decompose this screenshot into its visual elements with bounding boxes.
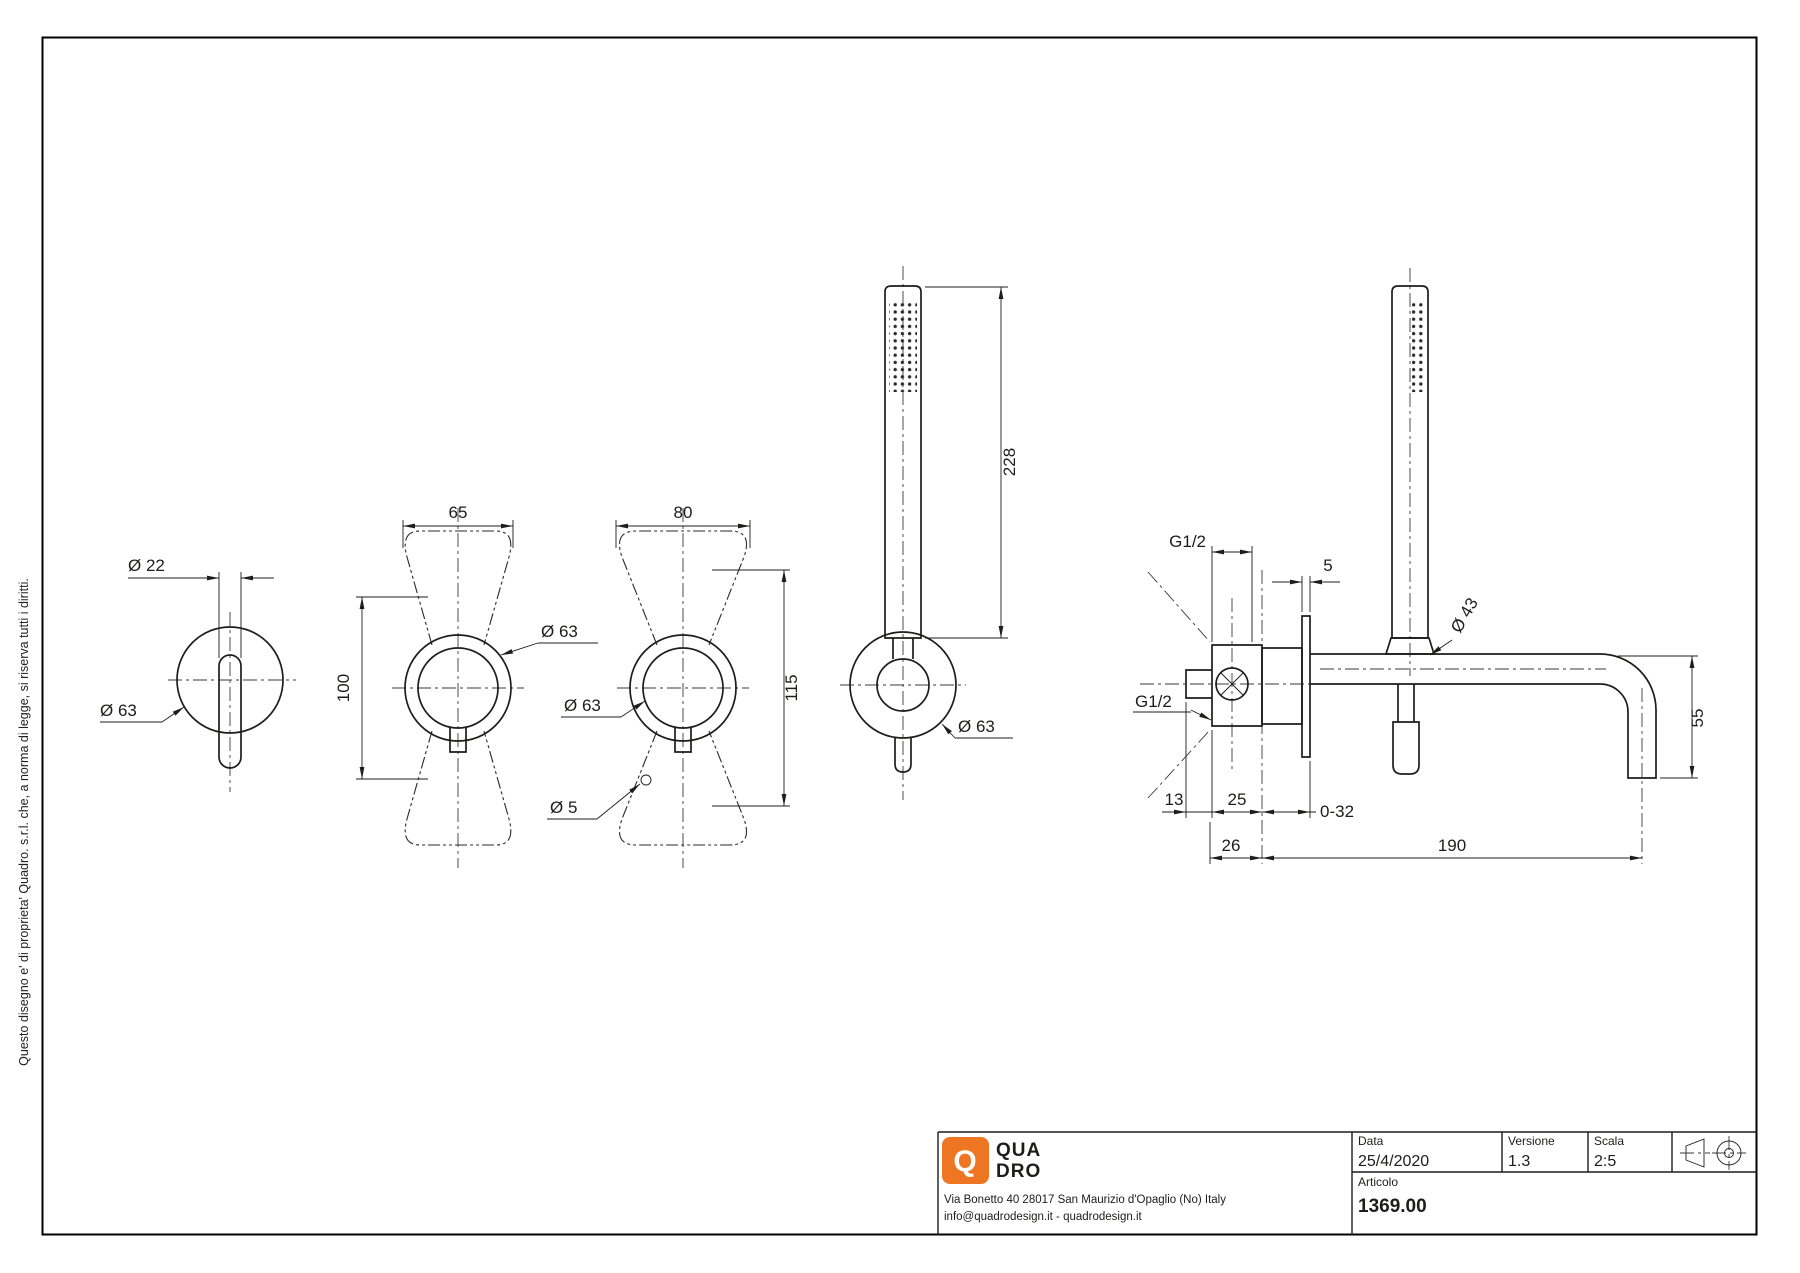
view-handshower-front: 228 Ø 63 bbox=[840, 266, 1019, 800]
dim-label-g12-top: G1/2 bbox=[1169, 532, 1206, 551]
mounting-tab-bottom bbox=[618, 730, 748, 846]
concealed-body bbox=[1211, 644, 1263, 727]
extension-lines bbox=[547, 520, 790, 820]
extension-lines bbox=[100, 572, 242, 723]
dim-label-dia63: Ø 63 bbox=[958, 717, 995, 736]
lever-side bbox=[1392, 721, 1420, 775]
leader-line bbox=[941, 723, 956, 739]
logo-text-line2: DRO bbox=[996, 1161, 1041, 1182]
company-contact: info@quadrodesign.it - quadrodesign.it bbox=[944, 1211, 1143, 1223]
hose-stub bbox=[894, 737, 912, 773]
mounting-tab-top bbox=[404, 530, 512, 646]
handshower-wand bbox=[884, 285, 922, 639]
inlet-union-hatch bbox=[1220, 672, 1244, 696]
title-block: Q QUA DRO Via Bonetto 40 28017 San Mauri… bbox=[937, 1131, 1757, 1235]
handle-stub bbox=[449, 727, 467, 753]
field-label-articolo: Articolo bbox=[1358, 1175, 1398, 1189]
spout bbox=[1310, 653, 1657, 779]
dim-label-0-32: 0-32 bbox=[1320, 802, 1354, 821]
extension-lines bbox=[356, 520, 598, 780]
field-label-versione: Versione bbox=[1508, 1134, 1555, 1148]
dim-label-100: 100 bbox=[334, 674, 353, 702]
leader-line bbox=[620, 700, 646, 718]
bracket-boss bbox=[876, 658, 930, 712]
view-valve-trim-80-front: 80 115 Ø 63 Ø 5 bbox=[547, 503, 801, 868]
quadro-logo-mark bbox=[942, 1137, 989, 1184]
logo-text-line1: QUA bbox=[996, 1140, 1041, 1161]
centerlines-and-wall bbox=[1140, 268, 1643, 864]
dim-label-dia63: Ø 63 bbox=[541, 622, 578, 641]
dim-label-5: 5 bbox=[1323, 556, 1332, 575]
projection-centerlines bbox=[1680, 1136, 1746, 1170]
inner-ring bbox=[642, 647, 724, 729]
wand-holder bbox=[1384, 637, 1436, 655]
view-handle-trim-front: Ø 22 Ø 63 bbox=[100, 556, 296, 792]
title-block-grid bbox=[937, 1131, 1757, 1235]
leader-line bbox=[500, 642, 539, 656]
inner-ring bbox=[417, 647, 499, 729]
centerlines bbox=[617, 508, 749, 868]
spray-nozzle-dots-side bbox=[1412, 300, 1426, 392]
field-value-data: 25/4/2020 bbox=[1358, 1153, 1429, 1170]
extension-lines bbox=[1133, 546, 1698, 864]
dim-label-26: 26 bbox=[1222, 836, 1241, 855]
rosette-circle bbox=[176, 626, 284, 734]
company-address: Via Bonetto 40 28017 San Maurizio d'Opag… bbox=[944, 1194, 1226, 1206]
dim-label-190: 190 bbox=[1438, 836, 1466, 855]
leader-g12-rear bbox=[1190, 709, 1212, 721]
escutcheon-plate bbox=[1301, 615, 1311, 758]
centerlines bbox=[168, 612, 296, 792]
leader-line bbox=[161, 706, 185, 723]
view-valve-trim-65-front: 65 100 Ø 63 bbox=[334, 503, 598, 868]
dim-label-80: 80 bbox=[674, 503, 693, 522]
dim-label-dia63: Ø 63 bbox=[100, 701, 137, 720]
wand-neck bbox=[892, 638, 914, 659]
dim-label-dia22: Ø 22 bbox=[128, 556, 165, 575]
leader-line-hole bbox=[596, 783, 641, 820]
field-label-data: Data bbox=[1358, 1134, 1384, 1148]
inlet-union bbox=[1215, 667, 1249, 701]
sheet-border bbox=[41, 36, 1758, 1236]
handshower-wand-side bbox=[1391, 285, 1429, 639]
handle-stub bbox=[674, 727, 692, 753]
field-value-articolo: 1369.00 bbox=[1358, 1196, 1427, 1217]
view-assembly-side: G1/2 5 Ø 43 G1/2 55 13 25 0-32 26 190 bbox=[1133, 268, 1707, 864]
projection-cone bbox=[1685, 1138, 1705, 1168]
leader-dia43 bbox=[1429, 639, 1453, 656]
spray-nozzle-dots bbox=[889, 300, 917, 392]
lever-joint bbox=[1397, 684, 1415, 722]
rosette-circle bbox=[629, 634, 737, 742]
dim-label-13: 13 bbox=[1165, 790, 1184, 809]
dim-label-55: 55 bbox=[1688, 709, 1707, 728]
dim-label-g12-rear: G1/2 bbox=[1135, 692, 1172, 711]
quadro-logo-letter: Q bbox=[953, 1145, 976, 1178]
centerlines bbox=[392, 508, 524, 868]
rosette-circle bbox=[404, 634, 512, 742]
dim-label-65: 65 bbox=[449, 503, 468, 522]
dim-label-dia5: Ø 5 bbox=[550, 798, 577, 817]
dim-label-25: 25 bbox=[1228, 790, 1247, 809]
dim-label-115: 115 bbox=[782, 674, 801, 701]
inlet-nipple bbox=[1185, 669, 1212, 699]
mounting-tab-top bbox=[618, 530, 748, 646]
projection-circle-outer bbox=[1716, 1140, 1742, 1166]
extension-lines bbox=[925, 286, 1013, 739]
projection-symbol bbox=[1680, 1136, 1746, 1170]
lever-handle bbox=[218, 654, 242, 769]
copyright-note: Questo disegno e' di proprieta' Quadro. … bbox=[17, 578, 31, 1066]
projection-circle-inner bbox=[1724, 1148, 1734, 1158]
field-value-versione: 1.3 bbox=[1508, 1153, 1530, 1170]
mounting-tab-bottom bbox=[404, 730, 512, 846]
field-value-scala: 2:5 bbox=[1594, 1153, 1616, 1170]
field-label-scala: Scala bbox=[1594, 1134, 1624, 1148]
screw-hole bbox=[640, 774, 652, 786]
dim-label-dia63: Ø 63 bbox=[564, 696, 601, 715]
dim-label-228: 228 bbox=[1000, 448, 1019, 476]
bracket-rosette bbox=[849, 631, 957, 739]
dim-label-dia43: Ø 43 bbox=[1447, 595, 1482, 636]
wall-sleeve bbox=[1261, 647, 1303, 725]
